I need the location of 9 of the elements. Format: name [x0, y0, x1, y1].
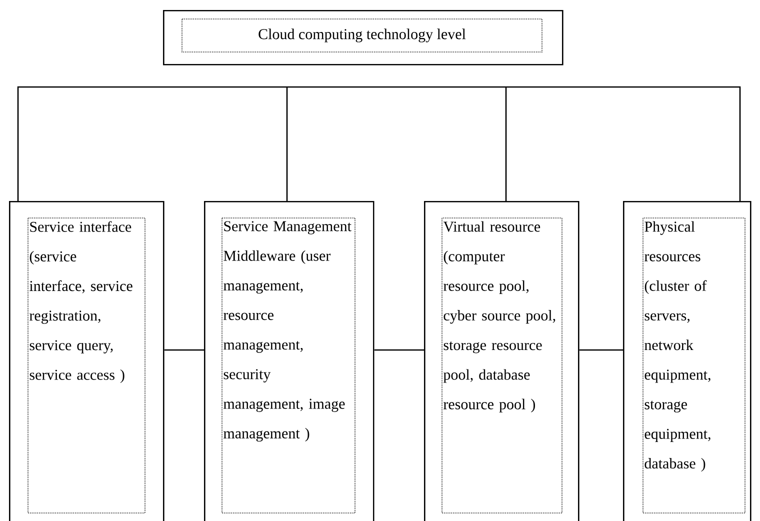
- process-box: Service interface (service interface, service registration, service query, service access ): [9, 201, 164, 521]
- connector-line: [374, 349, 424, 351]
- process-box: Service Management Middleware (user management, resource management, security management, image management ): [204, 201, 374, 521]
- connector-line: [579, 349, 623, 351]
- process-box: Virtual resource (computer resource pool, cyber source pool, storage resource pool, database resource pool ): [424, 201, 580, 521]
- process-box: Cloud computing technology level: [163, 10, 564, 66]
- process-box: Physical resources (cluster of servers, network equipment, storage equipment, database ): [623, 201, 752, 521]
- connector-line: [17, 86, 741, 202]
- connector-line: [164, 349, 204, 351]
